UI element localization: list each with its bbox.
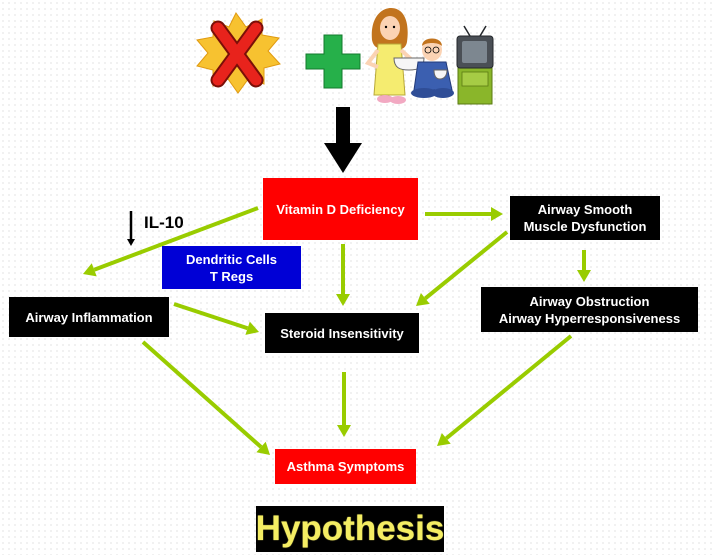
arrow-airway-inflammation-to-steroid-insensitivity-head [245, 321, 259, 335]
arrow-vitamin-d-to-airway-inflammation-shaft [93, 206, 259, 272]
green-plus-icon [305, 34, 361, 89]
steroid-insensitivity-node: Steroid Insensitivity [265, 313, 419, 353]
arrow-vitamin-d-to-airway-inflammation-head [83, 263, 97, 277]
arrow-airway-smooth-muscle-to-steroid-insensitivity-shaft [424, 230, 509, 300]
arrow-airway-obstruction-to-asthma-symptoms-shaft [445, 334, 573, 440]
red-x-icon [210, 20, 264, 88]
il-10-annotation: IL-10 [144, 213, 184, 232]
television-icon [456, 25, 494, 105]
dendritic-cells-label-line2: T Regs [209, 268, 254, 284]
arrow-airway-smooth-muscle-to-airway-obstruction-head [577, 270, 591, 282]
arrow-airway-inflammation-to-steroid-insensitivity-shaft [173, 302, 249, 331]
arrow-vitamin-d-to-airway-smooth-muscle-head [491, 207, 503, 221]
airway-obstruction-node: Airway Obstruction Airway Hyperresponsiv… [481, 287, 698, 332]
edges-layer [83, 107, 591, 455]
airway-obstruction-label-line1: Airway Obstruction [529, 293, 650, 309]
airway-inflammation-node: Airway Inflammation [9, 297, 169, 337]
il-10-down-arrow-head [127, 239, 135, 246]
airway-smooth-muscle-label-line2: Muscle Dysfunction [523, 219, 647, 234]
arrow-steroid-insensitivity-to-asthma-symptoms-head [337, 425, 351, 437]
arrow-illustration-to-vitamin-d-head [324, 143, 362, 173]
mother-child-icon [364, 8, 454, 104]
arrow-airway-inflammation-to-asthma-symptoms-head [256, 441, 270, 455]
illustration [196, 8, 494, 105]
airway-obstruction-label-line2: Airway Hyperresponsiveness [498, 310, 681, 326]
arrow-airway-smooth-muscle-to-steroid-insensitivity-head [416, 292, 430, 306]
steroid-insensitivity-label: Steroid Insensitivity [280, 325, 404, 341]
hypothesis-banner: Hypothesis [256, 506, 444, 552]
arrow-airway-inflammation-to-asthma-symptoms-shaft [141, 340, 263, 449]
vitamin-d-deficiency-node: Vitamin D Deficiency [263, 178, 418, 240]
arrow-vitamin-d-to-steroid-insensitivity-head [336, 294, 350, 306]
arrow-airway-obstruction-to-asthma-symptoms-head [437, 432, 451, 446]
airway-inflammation-label: Airway Inflammation [25, 309, 153, 325]
hypothesis-title: Hypothesis [255, 509, 445, 548]
asthma-symptoms-node: Asthma Symptoms [275, 449, 416, 484]
vitamin-d-deficiency-label: Vitamin D Deficiency [276, 201, 405, 217]
dendritic-cells-node: Dendritic Cells T Regs [162, 246, 301, 289]
airway-smooth-muscle-node: Airway Smooth Muscle Dysfunction [510, 196, 660, 240]
dendritic-cells-label-line1: Dendritic Cells [185, 251, 278, 267]
airway-smooth-muscle-label-line1: Airway Smooth [537, 202, 633, 217]
asthma-symptoms-label: Asthma Symptoms [286, 459, 405, 474]
